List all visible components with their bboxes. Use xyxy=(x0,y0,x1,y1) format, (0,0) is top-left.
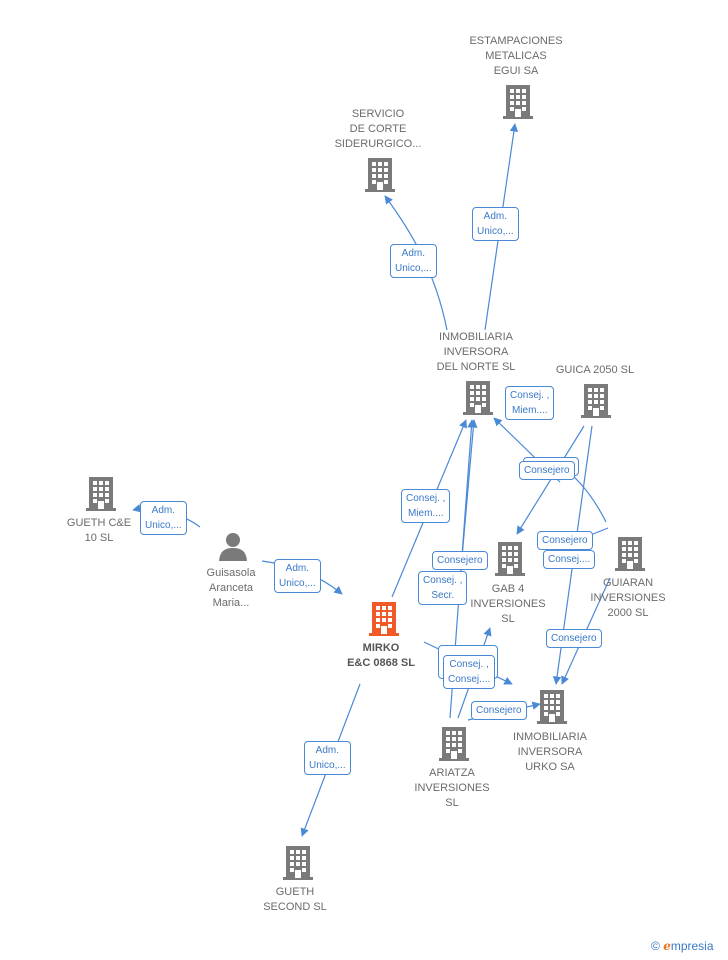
mirko-building-icon[interactable] xyxy=(368,602,400,636)
inmobiliaria-urko-label: INMOBILIARIA INVERSORA URKO SA xyxy=(513,731,587,773)
edge-label-consej-mirko[interactable]: Consej. , Miem.... xyxy=(401,489,451,523)
edge-label-consejero-a[interactable]: Consejero xyxy=(519,461,575,480)
gueth-second-building-icon[interactable] xyxy=(282,846,314,880)
servicio-label: SERVICIO DE CORTE SIDERURGICO... xyxy=(334,108,422,150)
edge-label-consej-secr[interactable]: Consej. , Secr. xyxy=(418,571,468,605)
guiaran-building-icon[interactable] xyxy=(614,537,646,571)
edge-label-consejero-urko-b[interactable]: Consejero xyxy=(471,701,527,720)
guiaran-label: GUIARAN INVERSIONES 2000 SL xyxy=(590,577,666,619)
edge-label-consej-consej[interactable]: Consej.... xyxy=(543,550,596,569)
guisasola-person-icon[interactable] xyxy=(218,531,248,561)
gab4-label: GAB 4 INVERSIONES SL xyxy=(470,583,546,625)
edge-label-adm-servicio[interactable]: Adm. Unico,... xyxy=(390,244,437,278)
edge-guica-to-gab4 xyxy=(516,425,585,535)
edge-label-adm-gueth-ce[interactable]: Adm. Unico,... xyxy=(140,501,187,535)
inmobiliaria-urko-building-icon[interactable] xyxy=(536,690,568,724)
edge-label-adm-guisasola[interactable]: Adm. Unico,... xyxy=(274,559,321,593)
edge-label-adm-estampaciones[interactable]: Adm. Unico,... xyxy=(472,207,519,241)
edge-label-consejero-urko-a[interactable]: Consejero xyxy=(546,629,602,648)
guisasola-label: Guisasola Aranceta Maria... xyxy=(206,567,256,609)
gueth-ce-label: GUETH C&E 10 SL xyxy=(66,517,132,544)
inmobiliaria-norte-building-icon[interactable] xyxy=(462,381,494,415)
servicio-building-icon[interactable] xyxy=(364,158,396,192)
edge-label-consej-guica[interactable]: Consej. , Miem.... xyxy=(505,386,555,420)
empresia-logo: © empresia xyxy=(651,939,714,953)
mirko-label: MIRKO E&C 0868 SL xyxy=(347,642,415,669)
ariatza-building-icon[interactable] xyxy=(438,727,470,761)
edge-label-adm-gueth-second[interactable]: Adm. Unico,... xyxy=(304,741,351,775)
edge-label-consejero-gab[interactable]: Consejero xyxy=(432,551,488,570)
gueth-second-label: GUETH SECOND SL xyxy=(263,886,327,913)
edge-label-consejero-guiaran[interactable]: Consejero xyxy=(537,531,593,550)
gab4-building-icon[interactable] xyxy=(494,542,526,576)
estampaciones-building-icon[interactable] xyxy=(502,85,534,119)
ariatza-label: ARIATZA INVERSIONES SL xyxy=(414,767,490,809)
copyright-icon: © xyxy=(651,939,660,953)
guica-building-icon[interactable] xyxy=(580,384,612,418)
edge-label-consej-ariatza[interactable]: Consej. , Consej.... xyxy=(443,655,496,689)
gueth-ce-building-icon[interactable] xyxy=(85,477,117,511)
guica-label: GUICA 2050 SL xyxy=(555,364,635,376)
estampaciones-label: ESTAMPACIONES METALICAS EGUI SA xyxy=(469,35,563,77)
inmobiliaria-norte-label: INMOBILIARIA INVERSORA DEL NORTE SL xyxy=(436,331,516,373)
